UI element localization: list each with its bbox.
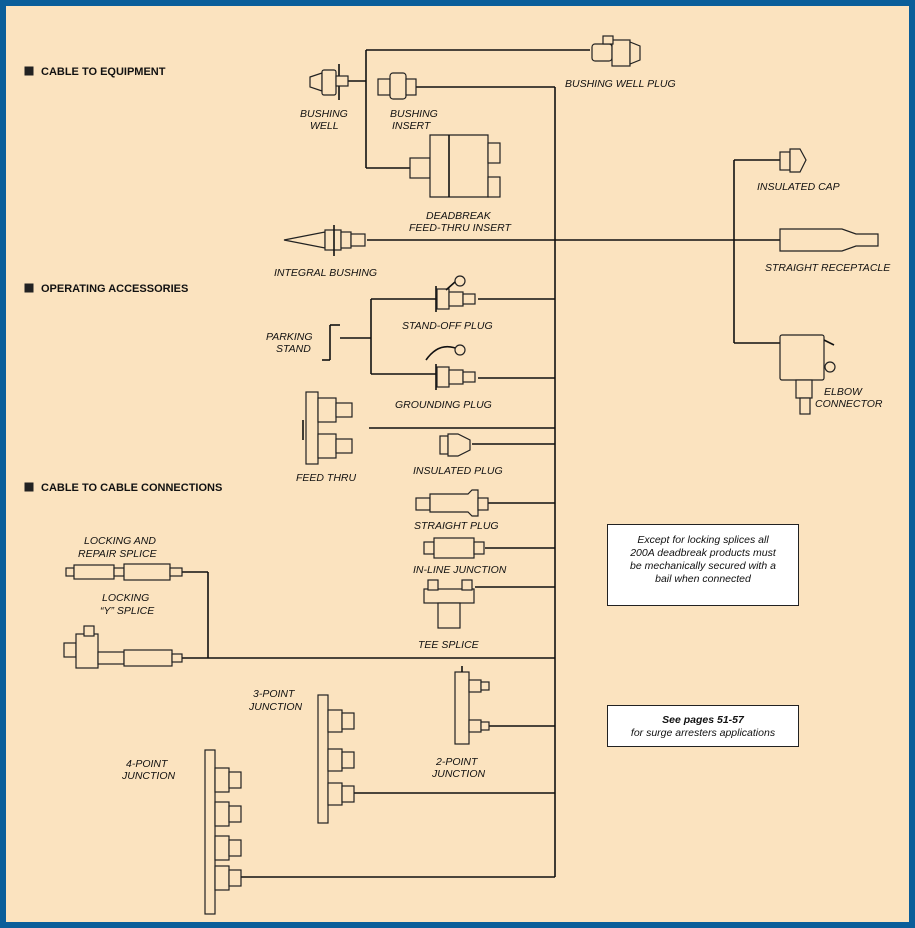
label-bushing-well: BUSHING	[300, 108, 348, 120]
insulated-cap-icon	[779, 148, 807, 173]
label-two-point-junction: 2-POINT	[435, 756, 479, 768]
label-four-point-junction: 4-POINT	[126, 758, 169, 770]
grounding-plug-icon	[425, 344, 476, 390]
straight-receptacle-icon	[779, 228, 879, 252]
label-three-point-junction: 3-POINT	[253, 688, 296, 700]
integral-bushing-icon	[283, 225, 366, 256]
surge-arrester-note: See pages 51-57 for surge arresters appl…	[607, 705, 799, 747]
label-straight-plug: STRAIGHT PLUG	[414, 520, 499, 532]
label-stand-off-plug: STAND-OFF PLUG	[402, 320, 493, 332]
section-title: CABLE TO CABLE CONNECTIONS	[41, 482, 222, 494]
label-in-line-junction: IN-LINE JUNCTION	[413, 564, 507, 576]
parking-stand-icon	[322, 324, 340, 361]
label-insulated-cap: INSULATED CAP	[757, 181, 840, 193]
note-line: for surge arresters applications	[630, 727, 776, 739]
label-deadbreak-feed-thru: DEADBREAK	[426, 210, 492, 222]
label-bushing-well-plug: BUSHING WELL PLUG	[565, 78, 676, 90]
four-point-junction-icon	[204, 749, 242, 915]
label-parking-stand: STAND	[276, 343, 311, 355]
note-line: 200A deadbreak products must	[630, 547, 776, 559]
connection-lines	[182, 49, 780, 878]
tee-splice-icon	[423, 579, 475, 629]
note-bold: See pages 51-57	[662, 714, 744, 726]
label-two-point-junction: JUNCTION	[431, 768, 485, 780]
bullet-square-icon	[24, 482, 34, 492]
two-point-junction-icon	[454, 666, 490, 745]
label-bushing-well: WELL	[310, 120, 339, 132]
section-operating-accessories: OPERATING ACCESSORIES	[24, 283, 188, 295]
label-elbow-connector: CONNECTOR	[815, 398, 883, 410]
label-elbow-connector: ELBOW	[824, 386, 863, 398]
three-point-junction-icon	[317, 694, 355, 824]
label-parking-stand: PARKING	[266, 331, 312, 343]
label-three-point-junction: JUNCTION	[248, 701, 302, 713]
bail-note: Except for locking splices all 200A dead…	[607, 524, 799, 606]
bushing-insert-icon	[377, 72, 417, 100]
section-title: CABLE TO EQUIPMENT	[41, 66, 166, 78]
in-line-junction-icon	[423, 537, 485, 559]
label-locking-y-splice: “Y” SPLICE	[100, 605, 155, 617]
locking-y-splice-icon	[63, 625, 183, 669]
straight-plug-icon	[415, 489, 489, 517]
label-tee-splice: TEE SPLICE	[418, 639, 480, 651]
section-cable-to-equipment: CABLE TO EQUIPMENT	[24, 66, 166, 78]
note-line: be mechanically secured with a	[630, 560, 776, 572]
deadbreak-feed-thru-insert-icon	[409, 134, 501, 198]
insulated-plug-icon	[439, 433, 471, 457]
bushing-well-icon	[309, 64, 349, 100]
label-locking-y-splice: LOCKING	[102, 592, 149, 604]
label-grounding-plug: GROUNDING PLUG	[395, 399, 492, 411]
label-straight-receptacle: STRAIGHT RECEPTACLE	[765, 262, 891, 274]
section-title: OPERATING ACCESSORIES	[41, 283, 188, 295]
label-integral-bushing: INTEGRAL BUSHING	[274, 267, 377, 279]
label-bushing-insert: BUSHING	[390, 108, 438, 120]
note-line: Except for locking splices all	[637, 534, 769, 546]
label-locking-repair-splice: REPAIR SPLICE	[78, 548, 158, 560]
bushing-well-plug-icon	[591, 35, 641, 67]
label-four-point-junction: JUNCTION	[121, 770, 175, 782]
label-insulated-plug: INSULATED PLUG	[413, 465, 503, 477]
section-cable-to-cable: CABLE TO CABLE CONNECTIONS	[24, 482, 222, 494]
label-bushing-insert: INSERT	[392, 120, 432, 132]
label-deadbreak-feed-thru: FEED-THRU INSERT	[409, 222, 512, 234]
elbow-connector-icon	[779, 334, 836, 415]
feed-thru-icon	[302, 391, 353, 465]
locking-repair-splice-icon	[65, 563, 183, 581]
label-locking-repair-splice: LOCKING AND	[84, 535, 156, 547]
note-line: bail when connected	[655, 573, 751, 585]
stand-off-plug-icon	[435, 275, 476, 312]
label-feed-thru: FEED THRU	[296, 472, 357, 484]
bullet-square-icon	[24, 283, 34, 293]
bullet-square-icon	[24, 66, 34, 76]
